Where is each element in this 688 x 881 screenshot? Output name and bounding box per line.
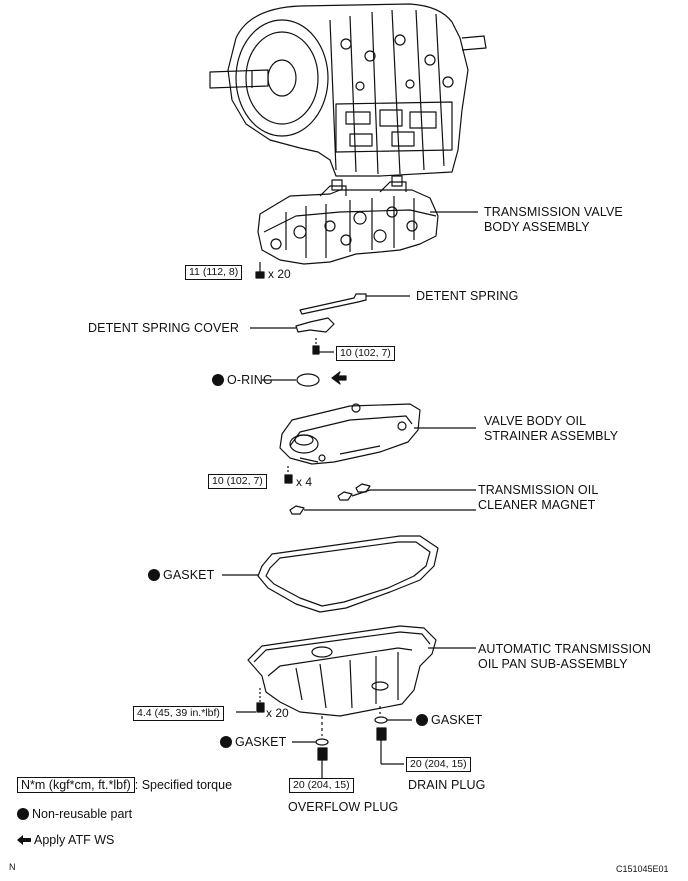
label-o-ring: O-RING	[212, 373, 273, 388]
torque-oil-pan-bolts: 4.4 (45, 39 in.*lbf)	[133, 706, 224, 721]
torque-drain-plug: 20 (204, 15)	[406, 757, 471, 772]
oil-pan-sub-assembly	[247, 625, 476, 717]
torque-strainer-bolts: 10 (102, 7)	[208, 474, 267, 489]
label-overflow-gasket: GASKET	[220, 735, 286, 750]
non-reusable-icon	[148, 569, 160, 581]
torque-overflow-plug: 20 (204, 15)	[289, 778, 354, 793]
oil-strainer-assembly	[279, 403, 476, 465]
legend-apply-atf: Apply ATF WS	[17, 833, 114, 848]
valve-body-assembly	[257, 175, 439, 265]
legend-torque: N*m (kgf*cm, ft.*lbf): Specified torque	[17, 777, 233, 793]
label-drain-plug: DRAIN PLUG	[408, 778, 486, 792]
label-overflow-plug: OVERFLOW PLUG	[288, 800, 399, 814]
label-pan-gasket: GASKET	[148, 568, 214, 583]
corner-mark: N	[9, 862, 16, 872]
detent-spring	[299, 293, 410, 315]
transmission-case	[209, 3, 487, 177]
label-drain-gasket: GASKET	[416, 713, 482, 728]
oil-pan-gasket	[222, 535, 439, 613]
qty-strainer-bolts: x 4	[296, 475, 313, 489]
legend-torque-desc: : Specified torque	[134, 778, 233, 792]
non-reusable-icon	[212, 374, 224, 386]
strainer-bolt	[284, 466, 293, 484]
drain-plug	[374, 706, 412, 765]
torque-valve-body-bolts: 11 (112, 8)	[185, 265, 243, 280]
non-reusable-icon	[17, 808, 29, 820]
non-reusable-icon	[416, 714, 428, 726]
label-detent-spring-cover: DETENT SPRING COVER	[88, 321, 239, 335]
o-ring	[262, 371, 347, 387]
label-detent-spring: DETENT SPRING	[416, 289, 519, 303]
detent-spring-cover	[250, 317, 335, 355]
valve-body-bolt	[255, 262, 265, 279]
arrow-icon	[17, 835, 31, 845]
legend-torque-unit: N*m (kgf*cm, ft.*lbf)	[17, 777, 135, 793]
oil-cleaner-magnets	[289, 483, 476, 515]
oil-pan-bolt	[236, 688, 265, 713]
non-reusable-icon	[220, 736, 232, 748]
qty-oil-pan-bolts: x 20	[266, 706, 289, 720]
overflow-plug	[292, 716, 329, 778]
torque-detent-cover-bolt: 10 (102, 7)	[336, 346, 395, 361]
legend-non-reusable: Non-reusable part	[17, 807, 132, 822]
qty-valve-body-bolts: x 20	[268, 267, 291, 281]
figure-code: C151045E01	[616, 864, 669, 874]
